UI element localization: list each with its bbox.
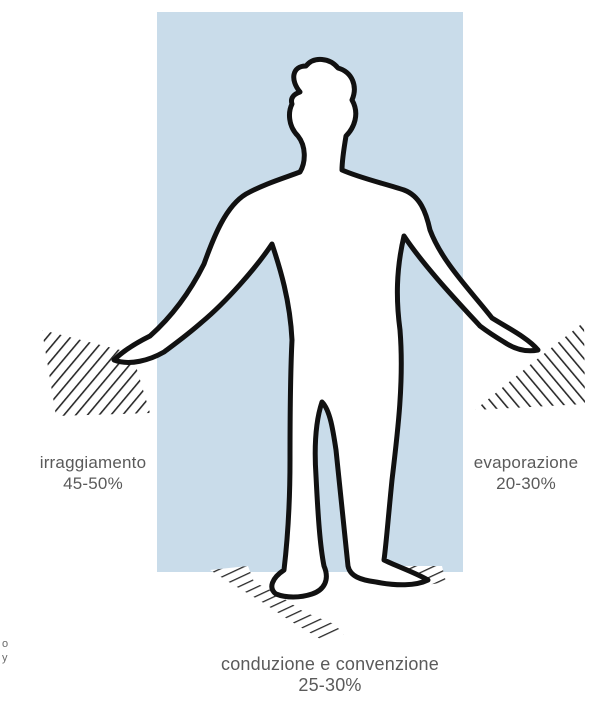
conduction-label: conduzione e convenzione 25-30%	[140, 654, 520, 696]
evaporation-label: evaporazione 20-30%	[440, 452, 612, 494]
radiation-name: irraggiamento	[4, 452, 182, 473]
conduction-name: conduzione e convenzione	[140, 654, 520, 675]
edge-fragment-2: y	[2, 652, 8, 664]
evaporation-percent: 20-30%	[440, 473, 612, 494]
radiation-percent: 45-50%	[4, 473, 182, 494]
conduction-percent: 25-30%	[140, 675, 520, 696]
evaporation-name: evaporazione	[440, 452, 612, 473]
edge-fragment-1: o	[2, 638, 8, 650]
radiation-label: irraggiamento 45-50%	[4, 452, 182, 494]
